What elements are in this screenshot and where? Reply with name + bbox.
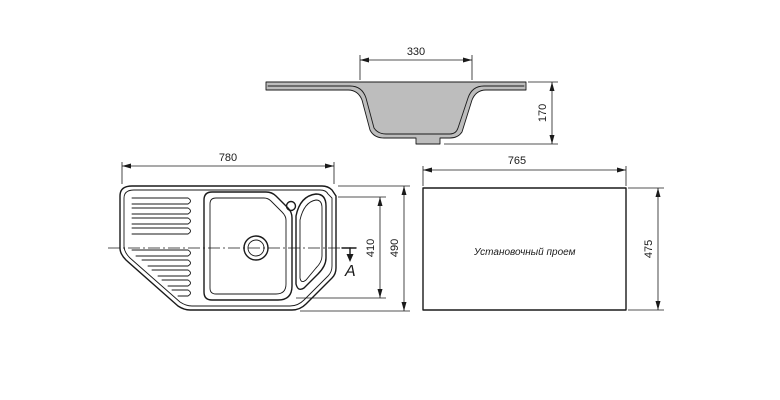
- dim-410-arrow-top: [377, 197, 383, 206]
- dim-330-arrow-right: [463, 57, 472, 63]
- groove-3: [131, 217, 191, 225]
- groove-2: [131, 207, 191, 215]
- dim-780-arrow-left: [122, 163, 131, 169]
- plan-view: A 780 410 490: [108, 152, 410, 312]
- dim-170-arrow-bottom: [549, 135, 555, 144]
- faucet-hole: [285, 200, 297, 212]
- cutout-view: Установочный проем 765 475: [422, 155, 664, 311]
- dim-765-arrow-right: [617, 167, 626, 173]
- cross-section-view: 330 170: [265, 46, 558, 145]
- dim-410-text: 410: [365, 239, 377, 257]
- groove-4: [131, 227, 191, 235]
- cutout-rectangle: [422, 187, 627, 311]
- dim-170-text: 170: [537, 104, 549, 122]
- dim-490-arrow-bottom: [401, 302, 407, 311]
- dim-780-text: 780: [219, 152, 237, 164]
- dim-765-arrow-left: [423, 167, 432, 173]
- dim-330-text: 330: [407, 46, 425, 58]
- groove-9: [171, 289, 191, 297]
- dim-410-arrow-bottom: [377, 289, 383, 298]
- dim-490-text: 490: [389, 239, 401, 257]
- groove-6: [141, 259, 191, 267]
- cutout-label: Установочный проем: [473, 247, 576, 258]
- section-marker-arrow: [346, 254, 354, 262]
- dim-475-arrow-top: [655, 188, 661, 197]
- main-bowl-outer: [203, 191, 293, 301]
- groove-5: [131, 249, 191, 257]
- dim-765-text: 765: [508, 155, 526, 167]
- section-marker-label: A: [344, 263, 356, 280]
- secondary-bowl-inner: [299, 199, 323, 283]
- dim-490-arrow-top: [401, 186, 407, 195]
- dim-475-arrow-bottom: [655, 301, 661, 310]
- dim-780-arrow-right: [325, 163, 334, 169]
- main-bowl-inner: [209, 197, 287, 295]
- dim-170-arrow-top: [549, 82, 555, 91]
- dim-475-text: 475: [643, 240, 655, 258]
- dim-330-arrow-left: [360, 57, 369, 63]
- section-inner-line: [267, 85, 525, 135]
- groove-8: [161, 279, 191, 287]
- groove-7: [151, 269, 191, 277]
- secondary-bowl-outer: [295, 193, 327, 291]
- groove-1: [131, 197, 191, 205]
- sink-outline-inner: [123, 189, 333, 307]
- drainboard-grooves: [131, 197, 191, 297]
- section-marker-a: A: [341, 247, 357, 280]
- section-profile: [265, 81, 527, 145]
